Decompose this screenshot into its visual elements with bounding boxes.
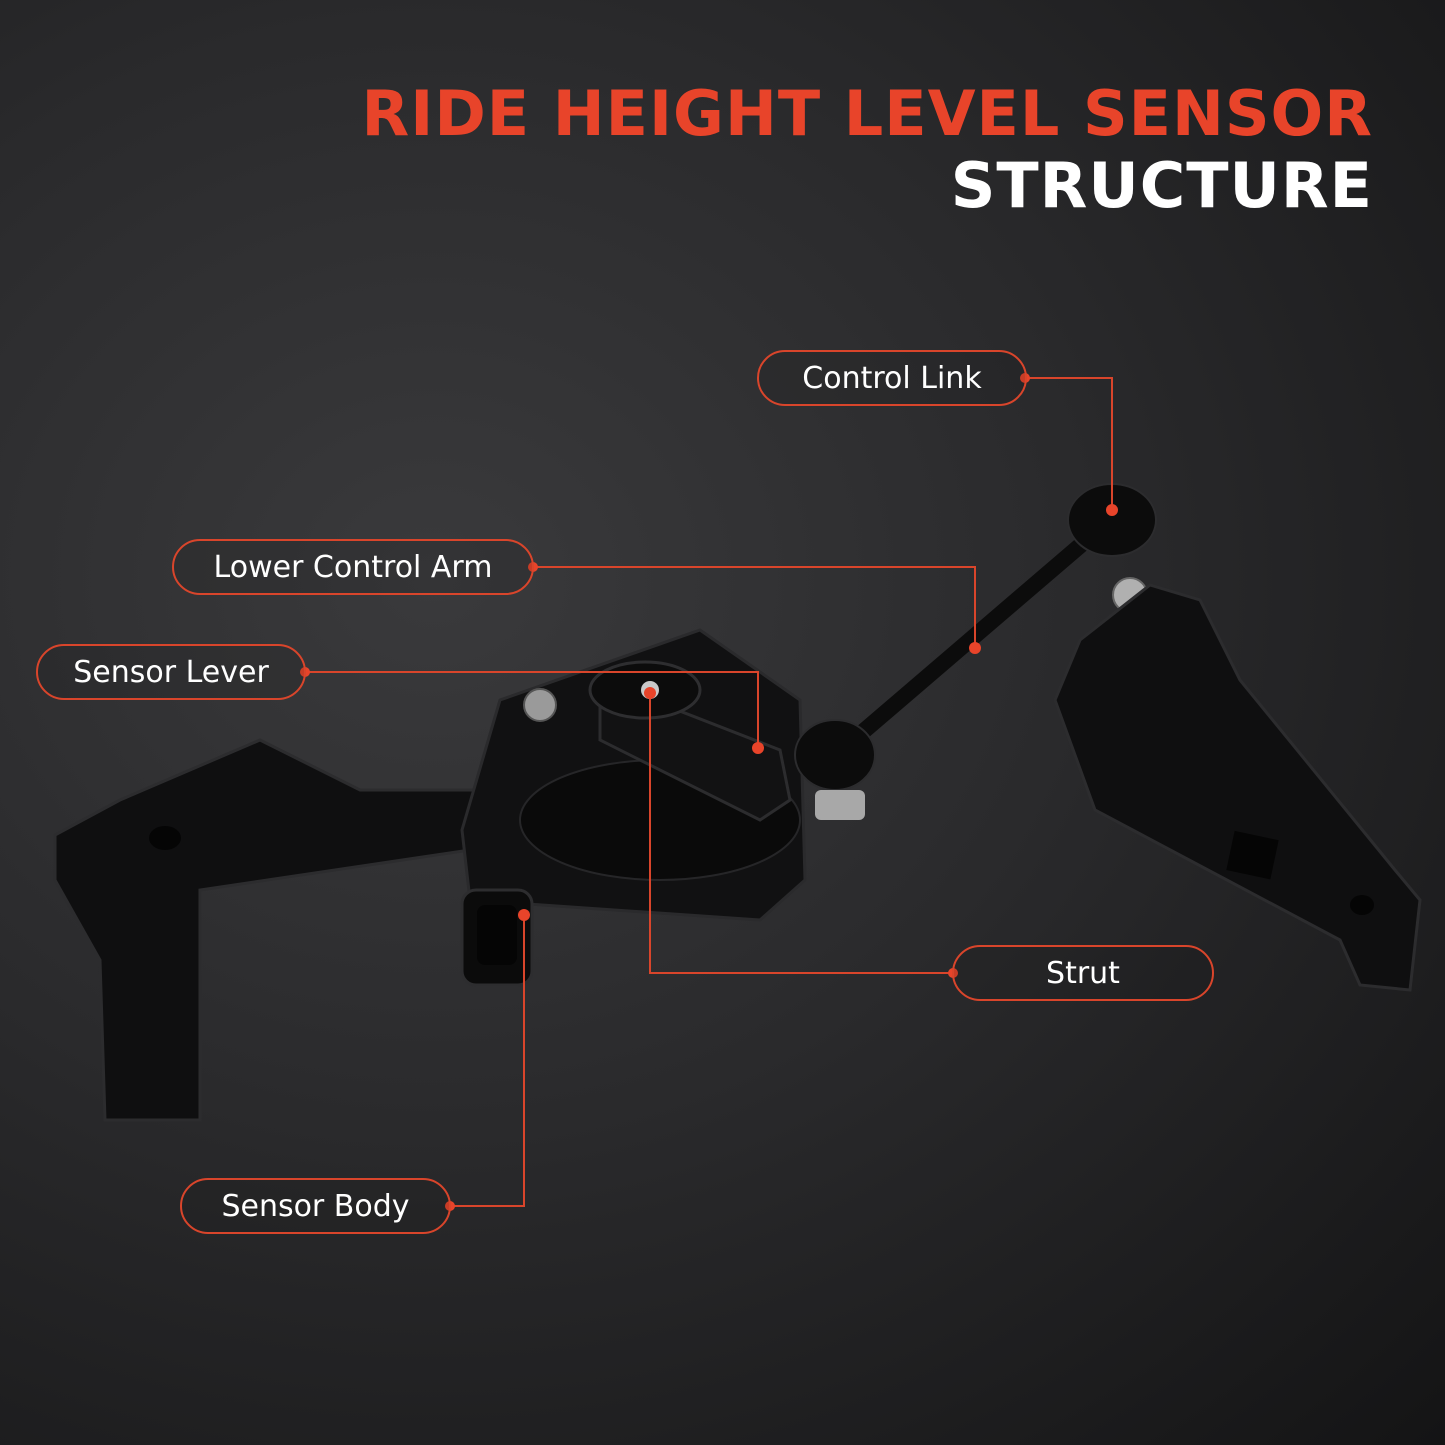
title-line-2: STRUCTURE [950, 149, 1373, 222]
callout-control-link: Control Link [757, 350, 1027, 406]
control-link-rod [794, 483, 1157, 820]
callout-sensor-lever: Sensor Lever [36, 644, 306, 700]
callout-strut-label: Strut [1046, 955, 1120, 991]
callout-lower-control-arm: Lower Control Arm [172, 539, 534, 595]
left-bracket [53, 738, 502, 1122]
callout-sensor-body: Sensor Body [180, 1178, 451, 1234]
right-bracket [1053, 583, 1422, 992]
callout-control-link-label: Control Link [802, 360, 982, 396]
callout-sensor-lever-label: Sensor Lever [73, 654, 269, 690]
page-title: RIDE HEIGHT LEVEL SENSOR STRUCTURE [362, 78, 1373, 222]
leader-lines [305, 377, 1113, 1207]
callout-strut: Strut [952, 945, 1214, 1001]
callout-lower-control-arm-label: Lower Control Arm [213, 549, 493, 585]
callout-sensor-body-label: Sensor Body [221, 1188, 410, 1224]
title-line-1: RIDE HEIGHT LEVEL SENSOR [361, 77, 1373, 150]
